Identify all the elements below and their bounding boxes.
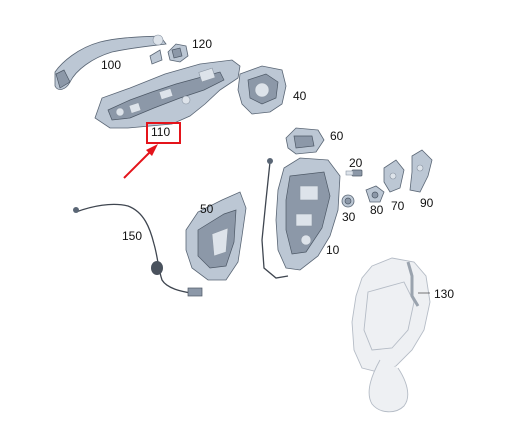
highlight-arrow	[123, 144, 158, 179]
label-part-120: 120	[192, 37, 213, 51]
part-30-nut[interactable]	[341, 194, 355, 208]
part-20-screw[interactable]	[345, 169, 363, 177]
part-80-bolt[interactable]	[365, 185, 385, 203]
part-130-lock-rod-assembly[interactable]	[351, 257, 431, 413]
label-part-30: 30	[342, 210, 356, 224]
label-part-70: 70	[391, 199, 405, 213]
part-120-bracket[interactable]	[149, 43, 189, 65]
part-10-door-lock[interactable]	[275, 157, 341, 271]
label-part-130: 130	[434, 287, 455, 301]
label-part-110: 110	[151, 125, 171, 139]
part-40-lock-housing[interactable]	[237, 65, 287, 115]
label-part-100: 100	[101, 58, 122, 72]
part-150-cable[interactable]	[73, 203, 203, 297]
highlight-box-110	[146, 122, 181, 144]
label-part-40: 40	[293, 89, 307, 103]
cable-end-left	[73, 207, 79, 213]
rod-end	[267, 158, 273, 164]
label-part-10: 10	[326, 243, 340, 257]
part-50-shield[interactable]	[185, 191, 247, 281]
label-part-50: 50	[200, 202, 214, 216]
part-100-door-handle[interactable]	[54, 34, 167, 90]
label-part-90: 90	[420, 196, 434, 210]
cable-end-right	[187, 287, 203, 297]
label-part-20: 20	[349, 156, 363, 170]
cable-grommet	[151, 261, 163, 275]
label-part-150: 150	[122, 229, 143, 243]
label-part-80: 80	[370, 203, 384, 217]
part-110-handle-carrier[interactable]	[94, 59, 241, 129]
lock-rod-130	[406, 261, 420, 307]
part-90-bracket[interactable]	[409, 149, 433, 193]
part-60-control-unit[interactable]	[285, 127, 325, 155]
label-part-60: 60	[330, 129, 344, 143]
part-70-clip[interactable]	[383, 159, 405, 193]
lock-rod	[261, 161, 289, 279]
